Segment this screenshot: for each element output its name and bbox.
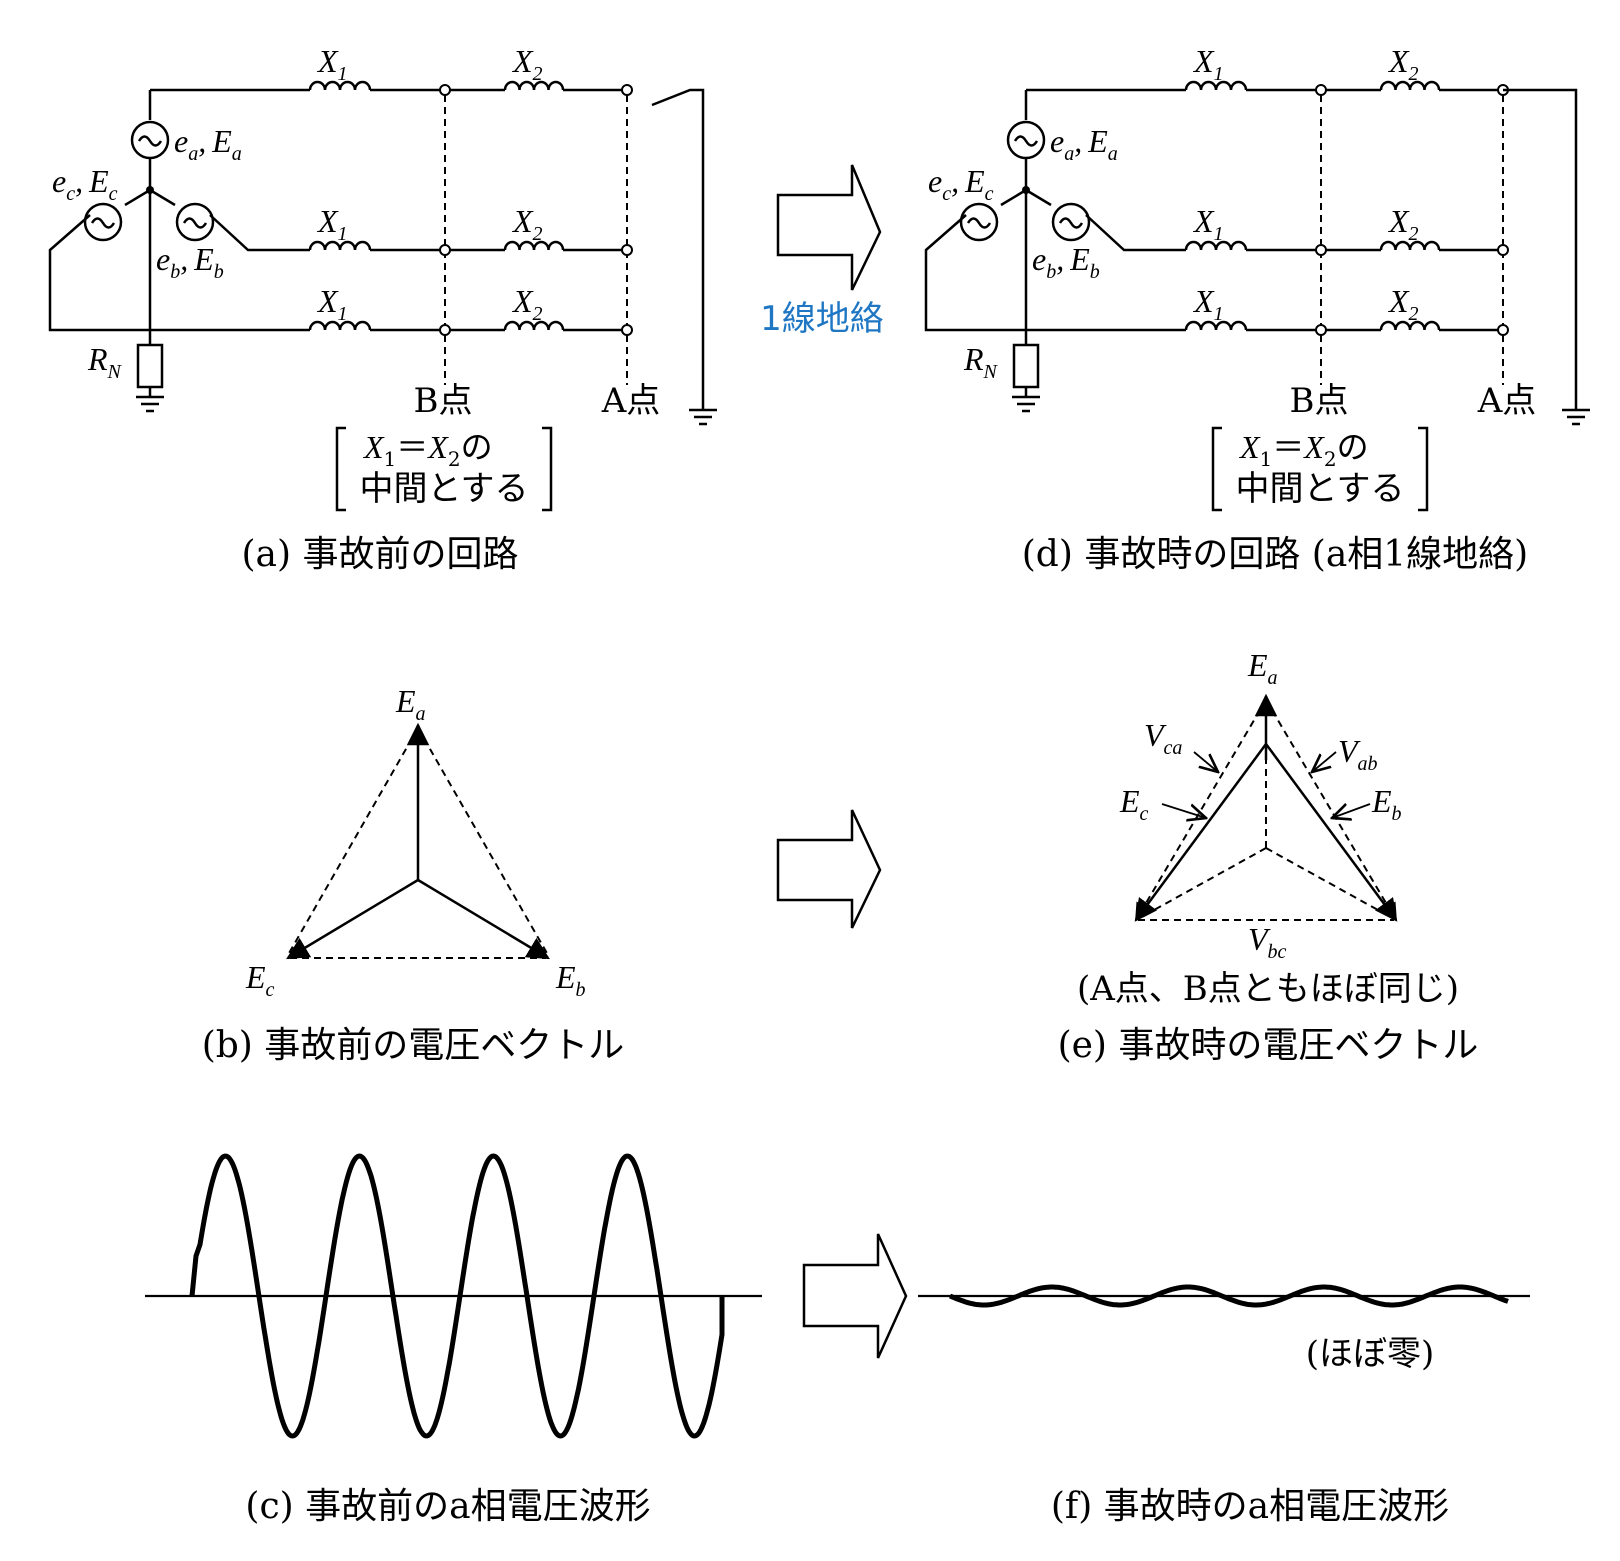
label-x1-row1: X1 xyxy=(316,43,348,85)
label-x2-row2: X2 xyxy=(1387,203,1419,245)
waveform-before xyxy=(145,1153,762,1439)
label-x2-row3: X2 xyxy=(1387,283,1419,325)
label-source-b: eb,Eb xyxy=(156,241,224,283)
label-x1-row1: X1 xyxy=(1192,43,1224,85)
label-after-eb: Eb xyxy=(1371,783,1402,825)
label-point-b: B点 xyxy=(414,381,473,421)
bracket-line-2: 中間とする xyxy=(360,469,529,509)
vector-ec xyxy=(286,878,419,960)
label-rn: RN xyxy=(963,341,999,383)
waveform-after: (ほぼ零) xyxy=(918,1284,1530,1374)
caption-e: (e) 事故時の電圧ベクトル xyxy=(1058,1025,1479,1066)
pointer-ec xyxy=(1161,803,1206,818)
label-x1-row2: X1 xyxy=(1192,203,1224,245)
label-source-c: ec,Ec xyxy=(928,163,994,205)
bracket-line-2: 中間とする xyxy=(1236,469,1405,509)
label-after-ea: Ea xyxy=(1247,647,1278,689)
circuit-after xyxy=(924,80,1590,512)
caption-c: (c) 事故前のa相電圧波形 xyxy=(245,1486,650,1527)
label-x1-row2: X1 xyxy=(316,203,348,245)
caption-a: (a) 事故前の回路 xyxy=(242,534,519,575)
label-x2-row3: X2 xyxy=(511,283,543,325)
line-ca xyxy=(287,727,419,956)
label-after-vca: Vca xyxy=(1144,717,1182,759)
bracket-line-1: X1＝X2の xyxy=(1238,428,1369,471)
label-source-c: ec,Ec xyxy=(52,163,118,205)
transition-arrow-bottom xyxy=(802,1233,908,1359)
neutral-to-c xyxy=(1135,847,1267,921)
vector-ec xyxy=(1134,743,1268,922)
label-before-ea: Ea xyxy=(395,683,426,725)
neutral-to-b xyxy=(1265,847,1397,921)
label-source-b: eb,Eb xyxy=(1032,241,1100,283)
caption-b: (b) 事故前の電圧ベクトル xyxy=(202,1025,625,1066)
label-x2-row1: X2 xyxy=(511,43,543,85)
pointer-eb xyxy=(1332,804,1371,818)
pointer-vab xyxy=(1312,751,1337,772)
transition-label: 1線地絡 xyxy=(760,299,884,339)
label-point-b: B点 xyxy=(1290,381,1349,421)
transition-arrow-middle xyxy=(776,809,882,929)
wave-after xyxy=(949,1284,1509,1308)
captions: (a) 事故前の回路 (d) 事故時の回路 (a相1線地絡) (b) 事故前の電… xyxy=(202,534,1529,1527)
label-point-a: A点 xyxy=(601,381,661,421)
ground-fault-path xyxy=(1503,88,1590,426)
label-after-vab: Vab xyxy=(1338,733,1378,775)
label-after-vbc: Vbc xyxy=(1248,921,1287,963)
transition-arrow-top xyxy=(776,164,882,291)
label-rn: RN xyxy=(87,341,123,383)
label-source-a: ea,Ea xyxy=(1050,123,1118,165)
vector-vca xyxy=(1135,699,1267,922)
vector-eb xyxy=(417,878,550,960)
label-before-ec: Ec xyxy=(245,959,275,1001)
caption-d: (d) 事故時の回路 (a相1線地絡) xyxy=(1022,534,1528,575)
caption-f: (f) 事故時のa相電圧波形 xyxy=(1051,1486,1449,1527)
line-ab xyxy=(417,727,549,956)
open-switch xyxy=(651,88,717,426)
circuit-before xyxy=(48,80,717,512)
pointer-vca xyxy=(1193,751,1218,772)
vector-labels: Ea Ec Eb Ea Vca Vab Ec Eb Vbc (A点、B点ともほぼ… xyxy=(245,647,1459,1009)
vector-eb xyxy=(1264,743,1398,922)
label-source-a: ea,Ea xyxy=(174,123,242,165)
vectors-before xyxy=(286,722,550,960)
vectors-after-note: (A点、B点ともほぼ同じ) xyxy=(1077,969,1459,1009)
label-x2-row2: X2 xyxy=(511,203,543,245)
label-x1-row3: X1 xyxy=(316,283,348,325)
vector-vab xyxy=(1265,699,1397,922)
vectors-after xyxy=(1134,693,1398,922)
label-after-ec: Ec xyxy=(1119,783,1149,825)
label-point-a: A点 xyxy=(1477,381,1537,421)
label-x1-row3: X1 xyxy=(1192,283,1224,325)
waveform-after-note: (ほぼ零) xyxy=(1306,1334,1435,1374)
wave-before xyxy=(189,1153,725,1439)
label-x2-row1: X2 xyxy=(1387,43,1419,85)
bracket-line-1: X1＝X2の xyxy=(362,428,493,471)
label-before-eb: Eb xyxy=(555,959,586,1001)
